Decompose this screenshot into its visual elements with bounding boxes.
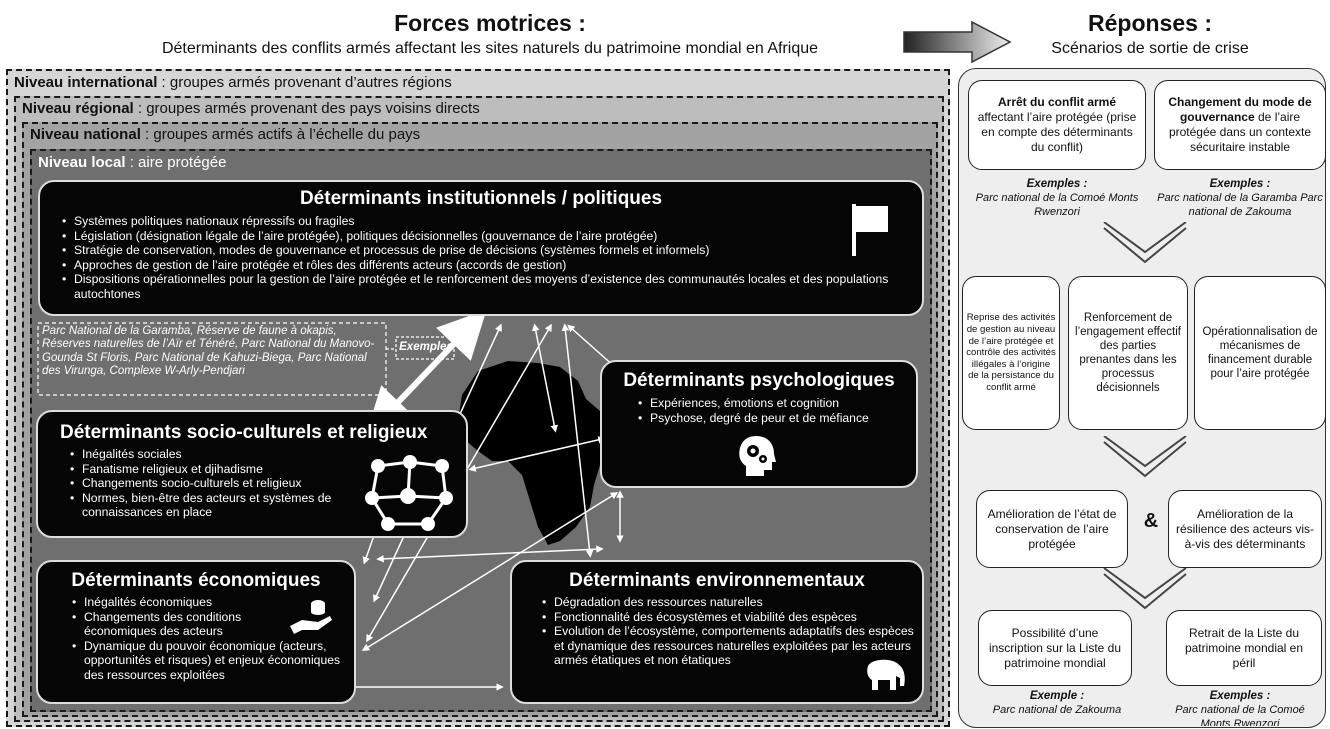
- list-item: Dispositions opérationnelles pour la ges…: [62, 272, 934, 301]
- example-text: Parc national de Zakouma: [992, 704, 1122, 716]
- economic-title: Déterminants économiques: [71, 570, 321, 591]
- example-heading: Exemples :: [1209, 178, 1271, 190]
- response-box-financing: Opérationnalisation de mécanismes de fin…: [1194, 276, 1326, 430]
- list-item: Fonctionnalité des écosystèmes et viabil…: [542, 610, 924, 625]
- list-item: Approches de gestion de l’aire protégée …: [62, 258, 934, 273]
- flag-icon: [852, 204, 888, 256]
- head-gears-icon: [739, 436, 776, 476]
- list-item: Evolution de l’écosystème, comportements…: [542, 624, 924, 668]
- ampersand: &: [1143, 510, 1159, 532]
- response-box-conservation: Amélioration de l’état de conservation d…: [976, 490, 1128, 568]
- chevron-down-icon: [1103, 436, 1187, 478]
- list-item: Psychose, degré de peur et de méfiance: [638, 411, 916, 426]
- response-box-removal: Retrait de la Liste du patrimoine mondia…: [1166, 610, 1322, 686]
- economic-determinants-box: Déterminants économiques Inégalités écon…: [36, 560, 356, 704]
- list-item: Changements des conditions économiques d…: [72, 610, 254, 639]
- response-box-management: Reprise des activités de gestion au nive…: [962, 276, 1060, 430]
- right-title: Réponses :: [1088, 10, 1212, 36]
- list-item: Dynamique du pouvoir économique (acteurs…: [72, 639, 354, 683]
- example-heading: Exemple :: [1029, 690, 1085, 702]
- list-item: Stratégie de conservation, modes de gouv…: [62, 243, 934, 258]
- example-heading: Exemples :: [1209, 690, 1271, 702]
- example-heading: Exemples :: [1026, 178, 1088, 190]
- psychological-list: Expériences, émotions et cognition Psych…: [634, 396, 916, 425]
- right-arrow-icon: [903, 20, 1012, 64]
- institutional-list: Systèmes politiques nationaux répressifs…: [58, 214, 934, 302]
- level-regional-label: Niveau régional : groupes armés provenan…: [22, 100, 480, 117]
- list-item: Inégalités économiques: [72, 595, 354, 610]
- list-item: Expériences, émotions et cognition: [638, 396, 916, 411]
- list-item: Fanatisme religieux et djihadisme: [70, 462, 382, 477]
- list-item: Changements socio-culturels et religieux: [70, 476, 382, 491]
- chevron-down-icon: [1103, 568, 1187, 610]
- list-item: Inégalités sociales: [70, 447, 382, 462]
- examples-list: Parc National de la Garamba, Réserve de …: [42, 325, 375, 378]
- psychological-title: Déterminants psychologiques: [623, 370, 895, 391]
- left-subtitle: Déterminants des conflits armés affectan…: [161, 40, 819, 57]
- psychological-determinants-box: Déterminants psychologiques Expériences,…: [600, 360, 918, 488]
- level-local-label: Niveau local : aire protégée: [38, 154, 227, 171]
- examples-label: Exemples: [399, 341, 453, 353]
- response-box-governance: Changement du mode de gouvernance de l’a…: [1154, 80, 1326, 170]
- response-box-resilience: Amélioration de la résilience des acteur…: [1168, 490, 1322, 568]
- elephant-icon: [867, 659, 905, 690]
- institutional-title: Déterminants institutionnels / politique…: [299, 188, 663, 209]
- response-box-inscription: Possibilité d’une inscription sur la Lis…: [978, 610, 1132, 686]
- level-national-label: Niveau national : groupes armés actifs à…: [30, 126, 421, 143]
- environmental-determinants-box: Déterminants environnementaux Dégradatio…: [510, 560, 924, 704]
- example-text: Parc national de la Comoé Monts Rwenzori: [1175, 704, 1305, 726]
- chevron-down-icon: [1103, 222, 1187, 264]
- right-subtitle: Scénarios de sortie de crise: [1051, 40, 1249, 57]
- network-icon: [365, 455, 453, 531]
- list-item: Normes, bien-être des acteurs et système…: [70, 491, 382, 520]
- sociocultural-determinants-box: Déterminants socio-culturels et religieu…: [36, 410, 468, 538]
- coins-hand-icon: [290, 600, 332, 634]
- response-box-engagement: Renforcement de l’engagement effectif de…: [1068, 276, 1188, 430]
- example-text: Parc national de la Garamba Parc nationa…: [1157, 192, 1323, 218]
- institutional-determinants-box: Déterminants institutionnels / politique…: [38, 180, 924, 316]
- list-item: Systèmes politiques nationaux répressifs…: [62, 214, 934, 229]
- sociocultural-title: Déterminants socio-culturels et religieu…: [60, 422, 428, 443]
- economic-list: Inégalités économiques Changements des c…: [68, 595, 354, 683]
- sociocultural-list: Inégalités sociales Fanatisme religieux …: [66, 447, 382, 520]
- left-title: Forces motrices :: [394, 10, 586, 36]
- response-box-stop-conflict: Arrêt du conflit armé affectant l’aire p…: [968, 80, 1146, 170]
- list-item: Législation (désignation légale de l’air…: [62, 229, 934, 244]
- environmental-list: Dégradation des ressources naturelles Fo…: [538, 595, 924, 668]
- environmental-title: Déterminants environnementaux: [569, 570, 865, 591]
- list-item: Dégradation des ressources naturelles: [542, 595, 924, 610]
- level-international-label: Niveau international : groupes armés pro…: [14, 74, 452, 91]
- example-text: Parc national de la Comoé Monts Rwenzori: [975, 192, 1139, 218]
